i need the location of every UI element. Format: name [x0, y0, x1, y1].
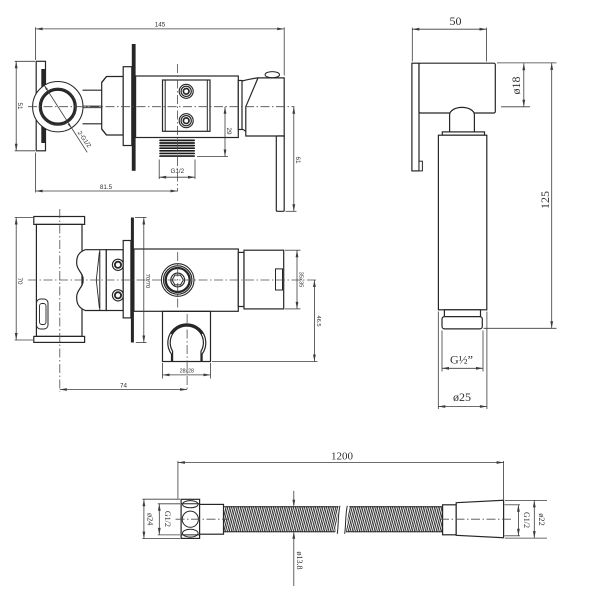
- svg-text:ø22: ø22: [537, 513, 546, 525]
- svg-text:70/70: 70/70: [144, 274, 150, 289]
- svg-text:145: 145: [155, 22, 166, 29]
- svg-text:ø24: ø24: [146, 513, 155, 526]
- svg-text:74: 74: [120, 383, 128, 390]
- svg-text:1200: 1200: [331, 451, 354, 463]
- svg-text:46.5: 46.5: [315, 315, 321, 326]
- svg-text:28x28: 28x28: [180, 368, 194, 374]
- svg-text:51: 51: [16, 102, 23, 110]
- svg-text:81.5: 81.5: [100, 184, 113, 191]
- svg-text:ø13.8: ø13.8: [295, 552, 304, 570]
- svg-text:ø18: ø18: [509, 77, 523, 95]
- svg-text:G½”: G½”: [450, 353, 473, 367]
- svg-text:35x35: 35x35: [298, 272, 304, 288]
- svg-text:61: 61: [294, 156, 301, 164]
- svg-text:70: 70: [16, 277, 23, 285]
- svg-text:G1/2: G1/2: [522, 512, 531, 528]
- svg-text:29: 29: [225, 127, 232, 135]
- svg-text:50: 50: [450, 14, 462, 28]
- svg-text:G1/2: G1/2: [170, 168, 184, 175]
- svg-text:ø25: ø25: [453, 390, 471, 404]
- svg-text:G1/2: G1/2: [163, 511, 172, 527]
- svg-text:125: 125: [538, 191, 552, 209]
